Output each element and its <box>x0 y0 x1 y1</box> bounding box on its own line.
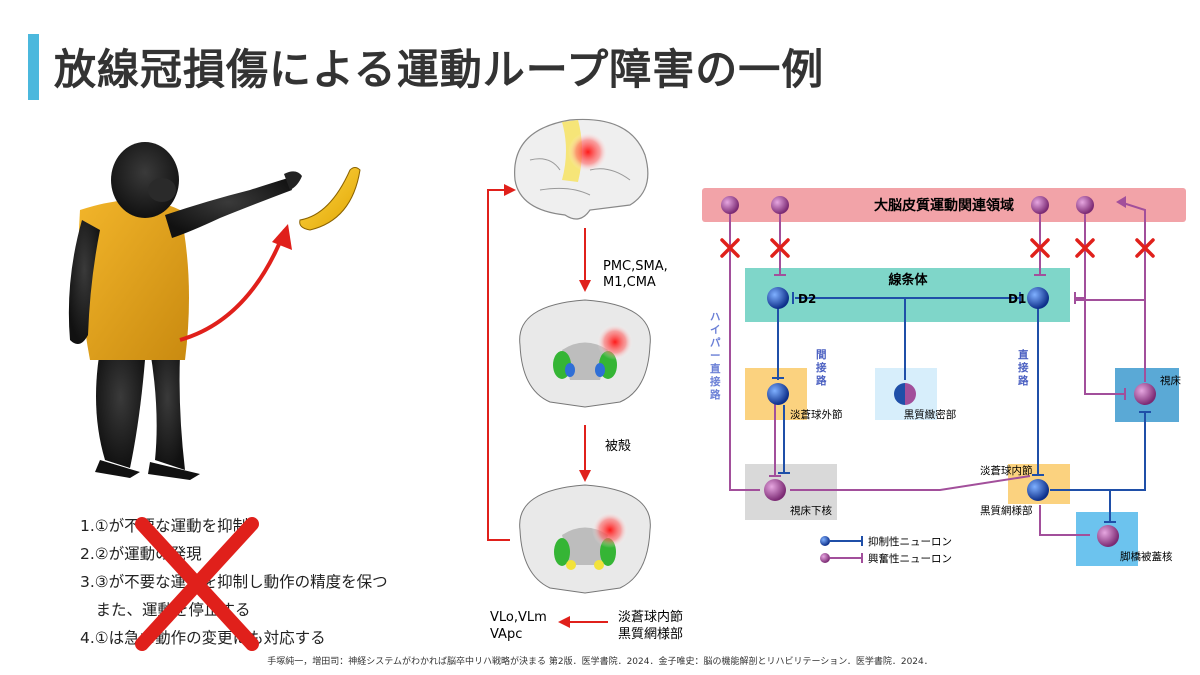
flow-label-2: 被殻 <box>605 439 631 454</box>
title-accent-bar <box>28 34 39 100</box>
snc-neuron <box>894 383 916 405</box>
ppn-neuron <box>1097 525 1119 547</box>
flow-label-1b: M1,CMA <box>603 275 656 290</box>
cortex-neuron <box>1031 196 1049 214</box>
thalamus-label: 視床 <box>1160 374 1182 387</box>
legend: 抑制性ニューロン 興奮性ニューロン <box>820 535 952 565</box>
page-title: 放線冠損傷による運動ループ障害の一例 <box>54 45 825 94</box>
svg-text:パ: パ <box>710 337 721 349</box>
function-list: 1.①が不要な運動を抑制 2.②が運動の発現 3.③が不要な運動を抑制し動作の精… <box>80 512 388 652</box>
svg-text:路: 路 <box>710 388 721 401</box>
gpe-neuron <box>767 383 789 405</box>
brain-flow-diagram: PMC,SMA, M1,CMA 被殻 VLo,VLm VApc 淡蒼球内節 黒質… <box>487 118 683 642</box>
d2-neuron <box>767 287 789 309</box>
svg-text:イ: イ <box>710 324 721 336</box>
svg-text:路: 路 <box>816 374 827 387</box>
cortex-neuron <box>771 196 789 214</box>
output-gpi: 淡蒼球内節 <box>618 609 683 625</box>
flow-label-1: PMC,SMA, <box>603 259 668 274</box>
svg-text:間: 間 <box>816 349 827 361</box>
hyperdirect-path-label: ハ イ パ ー 直 接 路 <box>710 311 721 401</box>
stn-neuron <box>764 479 786 501</box>
lateral-brain-image <box>514 118 649 220</box>
cross-out-icon <box>135 517 259 651</box>
cortex-neuron <box>721 196 739 214</box>
list-item: 3.③が不要な運動を抑制し動作の精度を保つ <box>80 573 388 591</box>
snr-label: 黒質網様部 <box>980 504 1033 517</box>
output-snr: 黒質網様部 <box>618 627 683 642</box>
output-thalamus-1: VLo,VLm <box>490 610 547 625</box>
snc-label: 黒質緻密部 <box>904 408 957 421</box>
stn-label: 視床下核 <box>790 504 832 517</box>
ppn-label: 脚橋被蓋核 <box>1120 550 1173 563</box>
svg-text:ハ: ハ <box>710 311 721 323</box>
gpi-label: 淡蒼球内節 <box>980 464 1033 477</box>
striatum-label: 線条体 <box>888 272 928 288</box>
legend-excitatory: 興奮性ニューロン <box>868 552 952 565</box>
d2-label: D2 <box>798 292 816 306</box>
coronal-brain-image-2 <box>519 484 651 594</box>
svg-text:接: 接 <box>1018 361 1029 374</box>
lesion-cross-icons <box>720 238 1155 258</box>
list-item: 1.①が不要な運動を抑制 <box>80 517 249 535</box>
gpe-label: 淡蒼球外節 <box>790 408 843 421</box>
cortex-box <box>702 188 1186 222</box>
basal-ganglia-circuit: 大脳皮質運動関連領域 線条体 <box>702 188 1186 566</box>
cortex-label: 大脳皮質運動関連領域 <box>874 197 1014 214</box>
gpi-neuron <box>1027 479 1049 501</box>
d1-label: D1 <box>1008 292 1026 306</box>
legend-inhibitory: 抑制性ニューロン <box>868 535 952 548</box>
cortex-neuron <box>1076 196 1094 214</box>
svg-text:接: 接 <box>710 375 721 388</box>
svg-text:路: 路 <box>1018 374 1029 387</box>
direct-path-label: 直 接 路 <box>1018 348 1029 387</box>
stn-box <box>745 464 837 520</box>
svg-text:ー: ー <box>710 350 721 362</box>
striatum-box <box>745 268 1070 322</box>
thalamus-neuron <box>1134 383 1156 405</box>
output-thalamus-2: VApc <box>490 627 522 642</box>
indirect-path-label: 間 接 路 <box>816 349 827 387</box>
d1-neuron <box>1027 287 1049 309</box>
svg-text:直: 直 <box>1018 348 1029 361</box>
coronal-brain-image-1 <box>519 299 651 408</box>
svg-text:直: 直 <box>710 362 721 375</box>
svg-text:接: 接 <box>816 361 827 374</box>
gorilla-illustration <box>68 142 361 480</box>
citation: 手塚純一，増田司：神経システムがわかれば脳卒中リハ戦略が決まる 第2版．医学書院… <box>267 657 933 667</box>
